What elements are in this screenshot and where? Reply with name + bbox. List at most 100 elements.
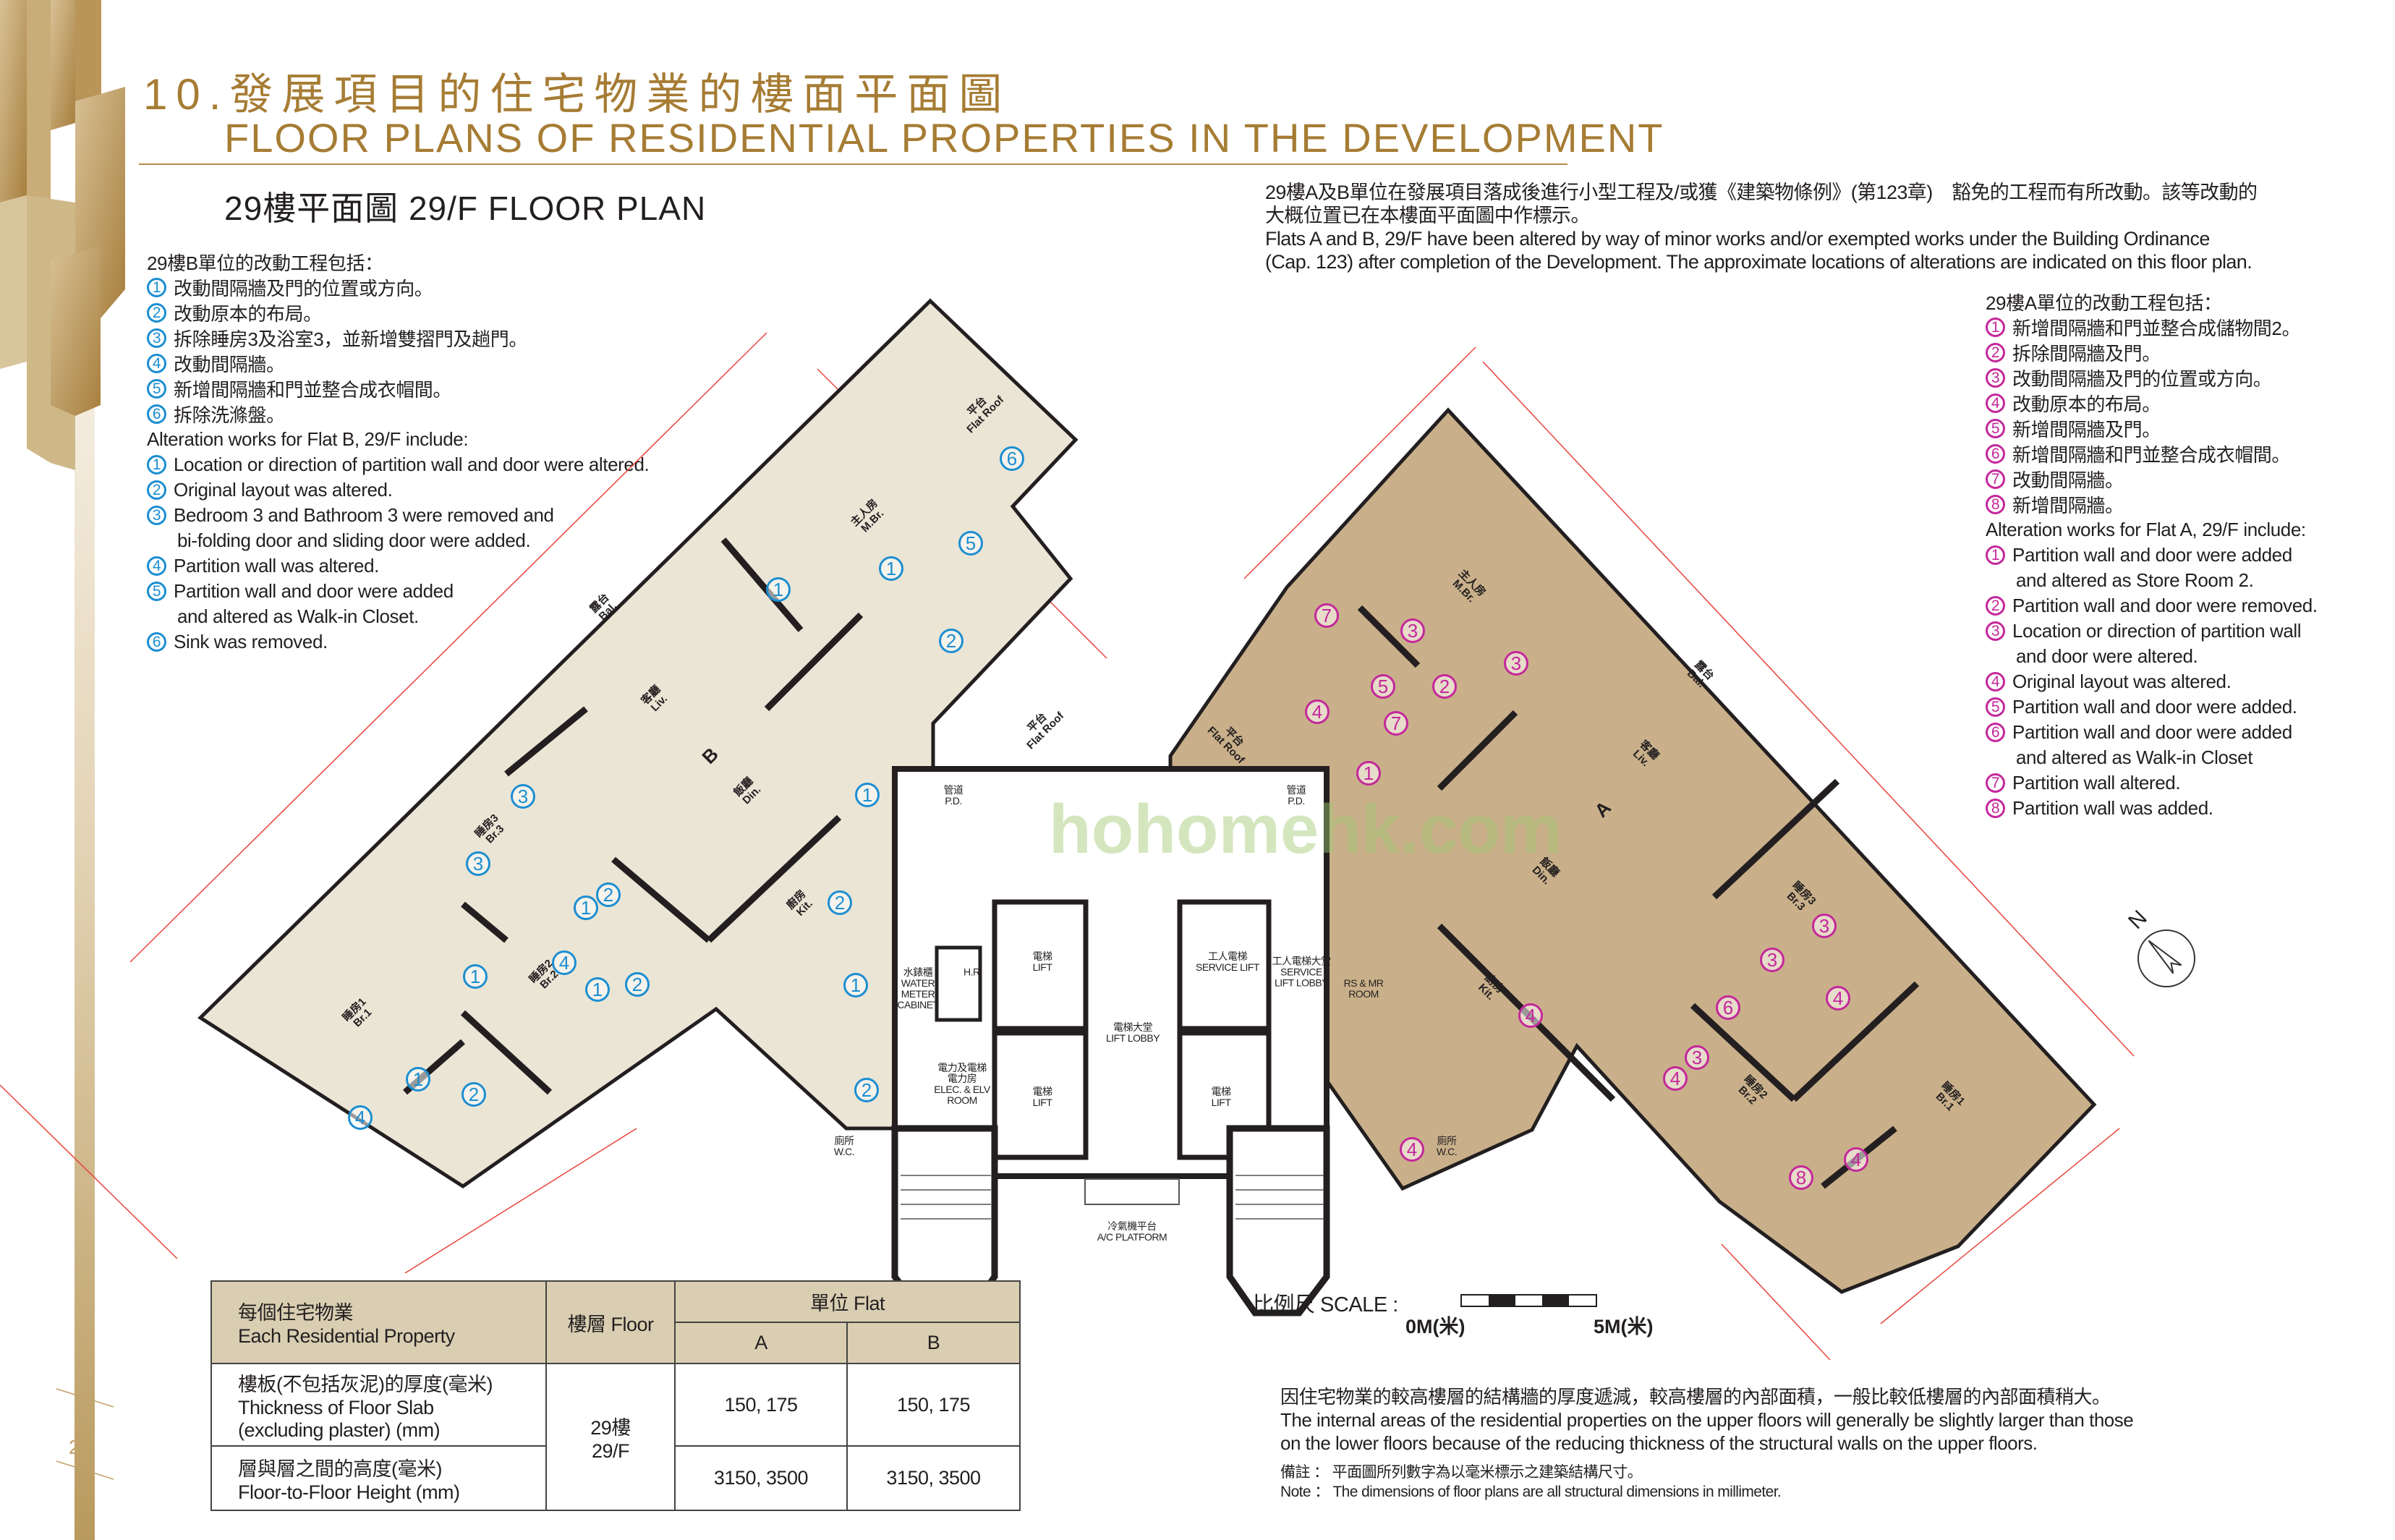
list-item-text: 改動間隔牆。 xyxy=(2012,469,2124,491)
alteration-marker-b: 1 xyxy=(406,1067,430,1092)
core-label: 冷氣機平台 A/C PLATFORM xyxy=(1097,1220,1167,1243)
alteration-marker-b: 2 xyxy=(596,882,621,907)
alteration-marker-a: 5 xyxy=(1371,674,1395,699)
list-item-text: Partition wall was altered. xyxy=(174,555,379,577)
list-item-text: Sink was removed. xyxy=(174,631,328,652)
alteration-marker-b: 4 xyxy=(552,950,577,975)
scale-bar xyxy=(1460,1294,1597,1307)
circled-number-icon: 7 xyxy=(1986,773,2005,793)
alteration-marker-a: 4 xyxy=(1400,1137,1424,1162)
core-label: 電梯 LIFT xyxy=(1032,1086,1053,1108)
list-item-text: 拆除洗滌盤。 xyxy=(174,404,285,426)
list-item-text: 改動原本的布局。 xyxy=(174,303,322,325)
alteration-marker-b: 2 xyxy=(625,972,650,997)
alteration-marker-a: 3 xyxy=(1504,651,1528,676)
label-en: (excluding plaster) (mm) xyxy=(238,1418,441,1441)
list-item-text: 改動間隔牆。 xyxy=(174,354,285,375)
list-item-text: and altered as Walk-in Closet. xyxy=(177,605,419,627)
list-item-text: 新增間隔牆和門並整合成衣帽間。 xyxy=(2012,444,2291,466)
alteration-note: 29樓A及B單位在發展項目落成後進行小型工程及/或獲《建築物條例》(第123章)… xyxy=(1265,181,2258,273)
alteration-marker-b: 2 xyxy=(461,1082,486,1107)
circled-number-icon: 4 xyxy=(1986,672,2005,692)
alteration-marker-b: 2 xyxy=(854,1078,879,1102)
circled-number-icon: 1 xyxy=(1986,318,2005,337)
circled-number-icon: 5 xyxy=(147,582,166,601)
list-item-text: 改動原本的布局。 xyxy=(2012,393,2161,415)
list-item-en: and door were altered. xyxy=(1986,644,2347,669)
list-item-text: Partition wall and door were added xyxy=(174,580,454,602)
circled-number-icon: 5 xyxy=(147,379,166,399)
alteration-marker-a: 4 xyxy=(1305,699,1330,724)
list-item-text: Original layout was altered. xyxy=(2012,671,2232,692)
core-label: 水錶櫃 WATER METER CABINET xyxy=(897,966,939,1011)
core-label: 電梯大堂 LIFT LOBBY xyxy=(1105,1021,1160,1044)
list-item-zh: 1 新增間隔牆和門並整合成儲物間2。 xyxy=(1986,315,2347,340)
alteration-marker-a: 3 xyxy=(1685,1045,1709,1070)
footnote-line: The internal areas of the residential pr… xyxy=(1280,1409,2134,1431)
alteration-marker-b: 5 xyxy=(958,531,983,556)
circled-number-icon: 6 xyxy=(147,404,166,424)
list-item-text: 拆除睡房3及浴室3，並新增雙摺門及趟門。 xyxy=(174,328,527,350)
list-item-text: Partition wall and door were added. xyxy=(2012,696,2297,718)
label-en: Thickness of Floor Slab xyxy=(238,1396,434,1418)
list-item-text: 拆除間隔牆及門。 xyxy=(2012,343,2161,365)
table-row: 層與層之間的高度(毫米)Floor-to-Floor Height (mm) 3… xyxy=(210,1445,1021,1511)
list-item-en: and altered as Walk-in Closet. xyxy=(147,604,649,629)
core-label: 工人電梯 SERVICE LIFT xyxy=(1196,950,1259,973)
gold-decoration xyxy=(0,0,125,1540)
flat-b-area xyxy=(197,298,1079,1189)
alteration-marker-a: 3 xyxy=(1812,914,1837,938)
note-line: 備註 ： 平面圖所列數字為以毫米標示之建築結構尺寸。 xyxy=(1280,1464,1643,1481)
alteration-marker-b: 6 xyxy=(1000,446,1024,471)
list-title-en: Alteration works for Flat B, 29/F includ… xyxy=(147,428,469,450)
col-header-flat-a: A xyxy=(674,1322,848,1364)
floor-zh: 29樓 xyxy=(590,1416,631,1439)
value-cell: 150, 175 xyxy=(846,1363,1021,1447)
header-en: Each Residential Property xyxy=(238,1325,455,1347)
circled-number-icon: 6 xyxy=(1986,723,2005,742)
building-core xyxy=(891,766,1330,1316)
list-item-text: Partition wall and door were added xyxy=(2012,721,2292,743)
alteration-marker-b: 1 xyxy=(843,973,868,997)
core-label: 電力及電梯 電力房 ELEC. & ELV ROOM xyxy=(934,1062,990,1106)
circled-number-icon: 5 xyxy=(1986,697,2005,717)
list-item-en: 6 Partition wall and door were added xyxy=(1986,720,2347,745)
alteration-marker-b: 2 xyxy=(939,629,963,653)
circled-number-icon: 1 xyxy=(1986,545,2005,565)
core-label: 管道 P.D. xyxy=(1286,784,1307,807)
list-item-text: 新增間隔牆和門並整合成儲物間2。 xyxy=(2012,318,2301,339)
core-label: 廁所 W.C. xyxy=(833,1135,855,1157)
circled-number-icon: 1 xyxy=(147,278,166,297)
alteration-marker-b: 4 xyxy=(348,1105,373,1130)
list-title-zh: 29樓B單位的改動工程包括： xyxy=(147,252,383,274)
scale-label: 比例尺 SCALE : xyxy=(1253,1293,1398,1316)
list-item-text: bi-folding door and sliding door were ad… xyxy=(177,529,531,551)
list-item-en: 5 Partition wall and door were added. xyxy=(1986,694,2347,720)
section-title-zh: 10.發展項目的住宅物業的樓面平面圖 xyxy=(143,70,1011,119)
alteration-marker-a: 4 xyxy=(1844,1147,1868,1172)
list-item-en: and altered as Store Room 2. xyxy=(1986,568,2347,593)
list-item-text: 新增間隔牆。 xyxy=(2012,495,2124,516)
circled-number-icon: 3 xyxy=(1986,368,2005,388)
floor-en: 29/F xyxy=(591,1439,630,1462)
alteration-marker-a: 1 xyxy=(1356,761,1381,786)
core-label: 工人電梯大堂 SERVICE LIFT LOBBY xyxy=(1272,955,1332,989)
row-label: 層與層之間的高度(毫米)Floor-to-Floor Height (mm) xyxy=(210,1445,547,1511)
list-item-en: 5 Partition wall and door were added xyxy=(147,579,649,604)
value-cell: 3150, 3500 xyxy=(674,1445,848,1511)
